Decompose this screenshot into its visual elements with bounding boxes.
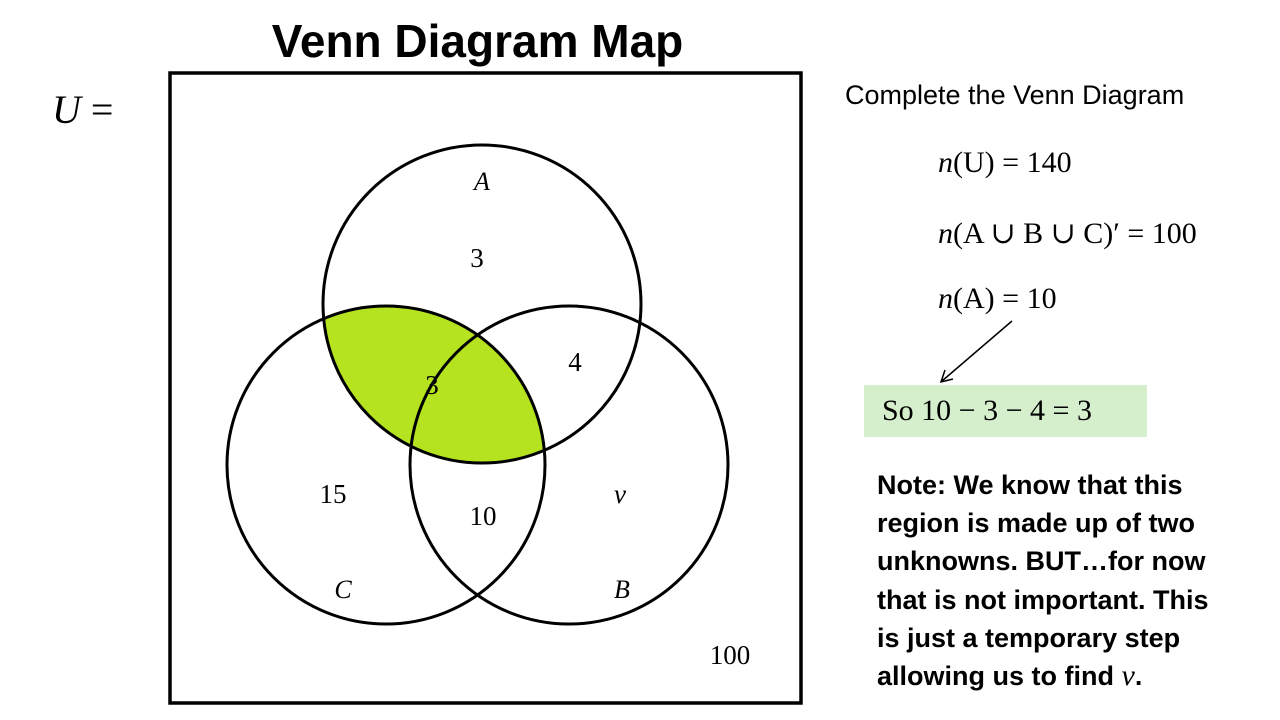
note-end: .: [1134, 661, 1143, 692]
equation-n-a: n(A) = 10: [938, 282, 1057, 316]
equation-n-a-body: (A) = 10: [953, 282, 1057, 315]
note-line-2: region is made up of two: [877, 508, 1196, 539]
region-a-only: 3: [470, 243, 484, 273]
equation-n-u-prefix: n: [938, 146, 953, 179]
result-box: So 10 − 3 − 4 = 3: [864, 385, 1147, 437]
note-line-4: that is not important. This: [877, 584, 1209, 615]
page-title: Venn Diagram Map: [271, 15, 684, 67]
region-a-and-c: 3: [425, 370, 439, 400]
note-variable: v: [1121, 659, 1135, 693]
equation-n-u: n(U) = 140: [938, 146, 1072, 180]
equation-n-union-body: (A ∪ B ∪ C)′ = 100: [953, 217, 1197, 250]
note-line-6-text: allowing us to find: [877, 661, 1122, 692]
note-line-3: unknowns. BUT…for now: [877, 546, 1206, 577]
universe-equals: =: [80, 87, 114, 132]
circle-a: [321, 143, 643, 465]
universe-symbol: U: [52, 87, 81, 132]
equation-n-a-prefix: n: [938, 282, 953, 315]
region-b-only: v: [614, 479, 626, 509]
equation-n-union-prefix: n: [938, 217, 953, 250]
equation-n-u-body: (U) = 140: [953, 146, 1072, 179]
set-label-b: B: [614, 575, 630, 604]
instructions-heading: Complete the Venn Diagram: [845, 80, 1185, 110]
result-equation: So 10 − 3 − 4 = 3: [882, 394, 1092, 427]
region-c-only: 15: [320, 479, 347, 509]
universe-label: U =: [52, 86, 113, 133]
region-a-and-b: 4: [568, 347, 582, 377]
circle-b: [408, 304, 730, 626]
note-text: Note: We know that this region is made u…: [877, 466, 1277, 695]
region-outside: 100: [710, 640, 751, 670]
note-line-1: Note: We know that this: [877, 470, 1183, 500]
circle-c: [225, 304, 547, 626]
set-label-c: C: [334, 575, 352, 604]
highlighted-region-a-and-c: [323, 306, 545, 463]
note-line-6: allowing us to find v.: [877, 657, 1277, 695]
equation-n-complement-union: n(A ∪ B ∪ C)′ = 100: [938, 216, 1197, 251]
note-line-5: is just a temporary step: [877, 622, 1181, 653]
set-label-a: A: [472, 167, 490, 196]
region-b-and-c: 10: [470, 501, 497, 531]
